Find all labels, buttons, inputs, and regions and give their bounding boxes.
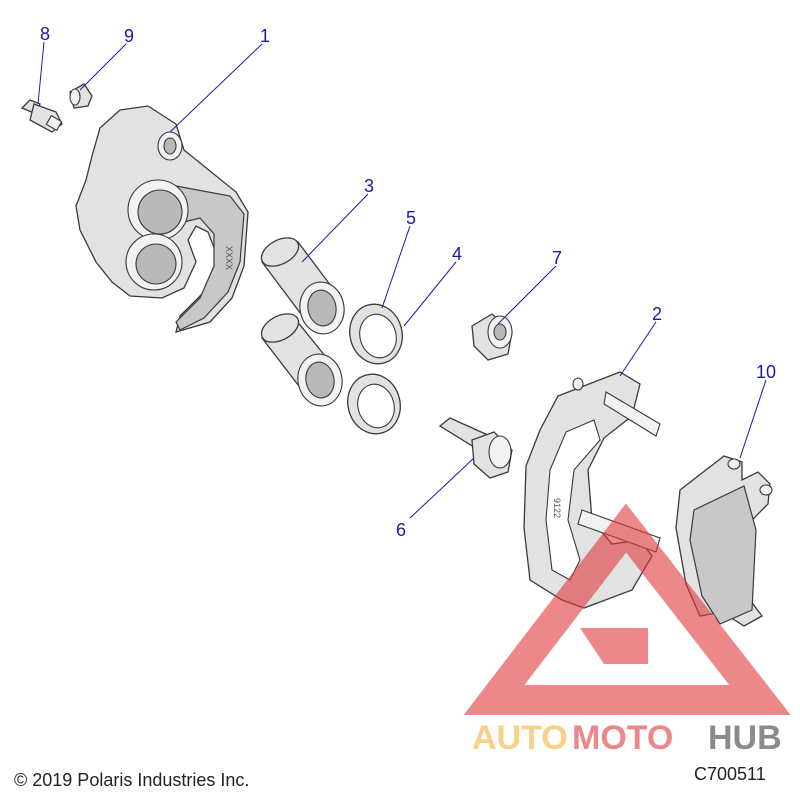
callout-2: 2 [652, 304, 662, 324]
callout-3: 3 [364, 176, 374, 196]
callout-7: 7 [552, 248, 562, 268]
caliper-stamp: XXXX [224, 246, 234, 270]
part-3-pistons [260, 237, 345, 407]
bracket-stamp: 9122 [552, 498, 562, 518]
part-7-boot [471, 313, 513, 361]
watermark-word-auto: AUTO [472, 719, 568, 757]
part-10-brake-pads [675, 455, 773, 627]
part-8-bleeder-screw [20, 99, 63, 133]
watermark-word-hub: HUB [708, 719, 782, 757]
part-9-bleeder-cap [69, 83, 93, 109]
part-5-4-piston-seals [347, 303, 403, 435]
part-1-caliper-body: XXXX [75, 105, 249, 333]
callout-6: 6 [396, 520, 406, 540]
callout-4: 4 [452, 244, 462, 264]
callout-10: 10 [756, 362, 776, 382]
callouts: 8 9 1 3 5 4 7 2 10 6 [40, 24, 776, 540]
leader-lines [37, 41, 767, 519]
callout-8: 8 [40, 24, 50, 44]
watermark-logo: AUTO MOTO HUB [463, 503, 791, 757]
callout-1: 1 [260, 26, 270, 46]
copyright-notice: © 2019 Polaris Industries Inc. [14, 770, 249, 790]
callout-5: 5 [406, 208, 416, 228]
watermark-word-moto: MOTO [572, 719, 673, 757]
callout-9: 9 [124, 26, 134, 46]
drawing-id: C700511 [694, 764, 766, 784]
part-6-slide-pin [438, 417, 513, 479]
